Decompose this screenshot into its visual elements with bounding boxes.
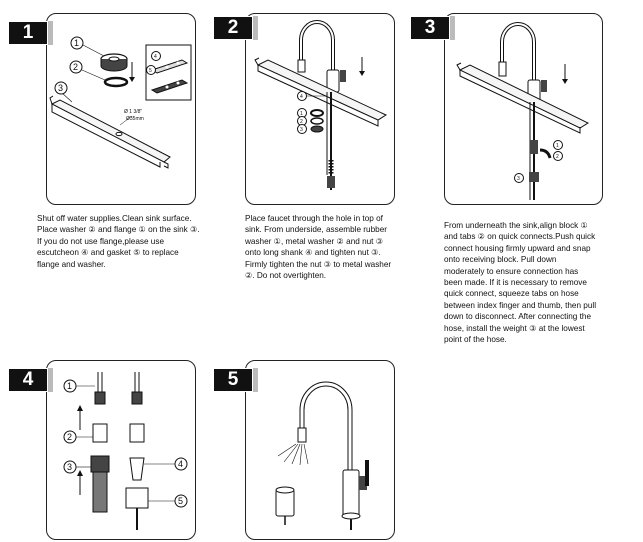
step-2-caption: Place faucet through the hole in top of …: [245, 214, 392, 281]
step-4-badge: 4: [8, 368, 53, 392]
step-4-panel: [46, 360, 196, 540]
step-3-panel: [444, 13, 603, 205]
step-2-badge: 2: [213, 16, 258, 40]
step-3-caption: From underneath the sink,align block ① a…: [444, 221, 597, 345]
step-1-badge: 1: [8, 21, 53, 45]
step-5-badge: 5: [213, 368, 258, 392]
step-1-caption: Shut off water supplies.Clean sink surfa…: [37, 214, 200, 269]
step-3-badge: 3: [410, 16, 455, 40]
step-2-panel: [245, 13, 395, 205]
step-1-panel: [46, 13, 196, 205]
step-5-panel: [245, 360, 395, 540]
